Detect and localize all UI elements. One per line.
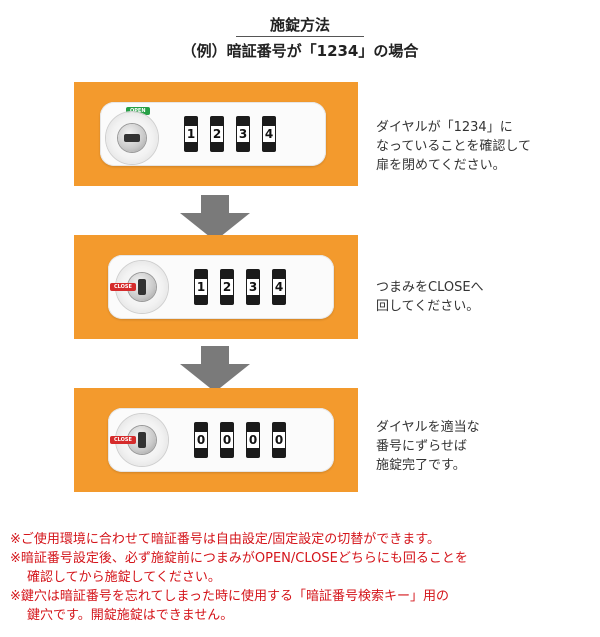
- open-indicator: OPEN: [126, 107, 150, 115]
- dial-wheel-3: 3: [236, 116, 250, 152]
- step-1-photo: OPEN 1 2 3 4: [74, 82, 358, 186]
- dial-wheel-1: 1: [194, 269, 208, 305]
- key-cylinder: [106, 112, 158, 164]
- dial-digit: 0: [273, 432, 285, 448]
- title-underline: [236, 36, 364, 37]
- step-1-description: ダイヤルが「1234」に なっていることを確認して 扉を閉めてください。: [376, 118, 591, 175]
- step-3-photo: CLOSE 0 0 0 0: [74, 388, 358, 492]
- step-2-photo: CLOSE 1 2 3 4: [74, 235, 358, 339]
- dial-digit: 3: [237, 126, 249, 142]
- lock-plate: CLOSE 0 0 0 0: [108, 408, 334, 472]
- dial-wheel-3: 0: [246, 422, 260, 458]
- description-line: 扉を閉めてください。: [376, 158, 506, 173]
- dial-wheel-4: 0: [272, 422, 286, 458]
- close-indicator: CLOSE: [110, 283, 136, 291]
- dial-digit: 0: [221, 432, 233, 448]
- dial-digit: 4: [273, 279, 285, 295]
- lock-plate: CLOSE 1 2 3 4: [108, 255, 334, 319]
- page-subtitle: （例）暗証番号が「1234」の場合: [181, 42, 419, 60]
- description-line: 回してください。: [376, 299, 480, 314]
- dial-digit: 0: [247, 432, 259, 448]
- keyhole-icon: [138, 432, 146, 448]
- description-line: なっていることを確認して: [376, 139, 531, 154]
- step-2-description: つまみをCLOSEへ 回してください。: [376, 278, 591, 316]
- dial-digit: 4: [263, 126, 275, 142]
- dial-digit: 2: [211, 126, 223, 142]
- lock-plate: OPEN 1 2 3 4: [100, 102, 326, 166]
- dial-wheel-4: 4: [262, 116, 276, 152]
- dial-wheel-1: 1: [184, 116, 198, 152]
- dial-wheel-3: 3: [246, 269, 260, 305]
- description-line: つまみをCLOSEへ: [376, 280, 484, 295]
- note-line: ※暗証番号設定後、必ず施錠前につまみがOPEN/CLOSEどちらにも回ることを: [10, 551, 468, 566]
- close-indicator: CLOSE: [110, 436, 136, 444]
- note-line: ※鍵穴は暗証番号を忘れてしまった時に使用する「暗証番号検索キー」用の: [10, 589, 449, 604]
- step-3-description: ダイヤルを適当な 番号にずらせば 施錠完了です。: [376, 418, 591, 475]
- keyhole-icon: [124, 134, 140, 142]
- down-arrow-icon: [180, 195, 250, 241]
- note-line: ※ご使用環境に合わせて暗証番号は自由設定/固定設定の切替ができます。: [10, 532, 440, 547]
- dial-digit: 1: [195, 279, 207, 295]
- note-line: 鍵穴です。開錠施錠はできません。: [27, 608, 234, 623]
- dial-wheel-1: 0: [194, 422, 208, 458]
- down-arrow-icon: [180, 346, 250, 392]
- note-line: 確認してから施錠してください。: [27, 570, 221, 585]
- description-line: 施錠完了です。: [376, 458, 466, 473]
- description-line: ダイヤルを適当な: [376, 420, 480, 435]
- dial-digit: 1: [185, 126, 197, 142]
- dial-wheel-2: 2: [210, 116, 224, 152]
- dial-digit: 3: [247, 279, 259, 295]
- dial-wheel-2: 2: [220, 269, 234, 305]
- dial-wheel-4: 4: [272, 269, 286, 305]
- page-title: 施錠方法: [269, 16, 330, 34]
- caution-notes: ※ご使用環境に合わせて暗証番号は自由設定/固定設定の切替ができます。 ※暗証番号…: [10, 530, 595, 625]
- description-line: ダイヤルが「1234」に: [376, 120, 513, 135]
- description-line: 番号にずらせば: [376, 439, 467, 454]
- keyhole-icon: [138, 279, 146, 295]
- dial-wheel-2: 0: [220, 422, 234, 458]
- dial-digit: 0: [195, 432, 207, 448]
- dial-digit: 2: [221, 279, 233, 295]
